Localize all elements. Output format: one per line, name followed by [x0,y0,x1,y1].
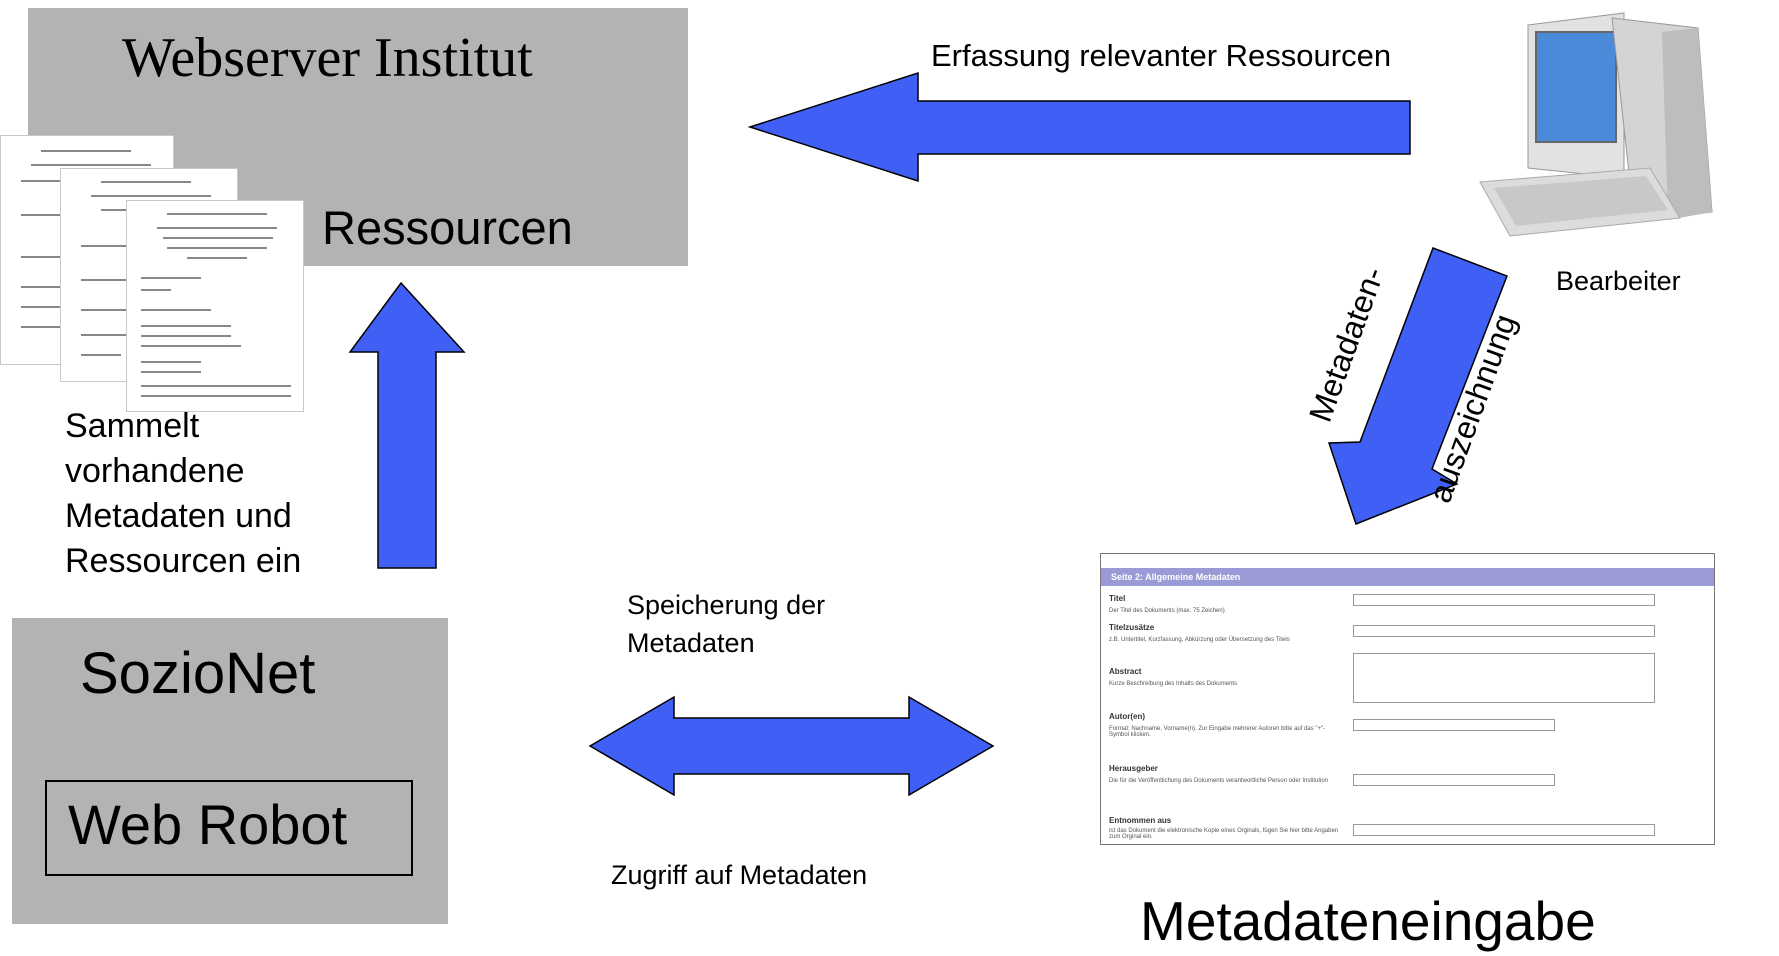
storage-label: Speicherung der Metadaten [627,586,825,662]
form-label-source: Entnommen aus [1109,816,1172,825]
source-field[interactable] [1353,824,1655,836]
form-label-publisher: Herausgeber [1109,764,1158,773]
access-label: Zugriff auf Metadaten [611,860,868,890]
webserver-title: Webserver Institut [122,27,533,89]
form-header: Seite 2: Allgemeine Metadaten [1101,568,1714,586]
abstract-field[interactable] [1353,653,1655,703]
form-label-authors: Autor(en) [1109,712,1145,721]
authors-field[interactable] [1353,719,1555,731]
collect-line-4: Ressourcen ein [65,542,302,580]
editor-label: Bearbeiter [1556,266,1681,296]
collect-description: Sammelt vorhandene Metadaten und Ressour… [65,404,301,584]
metadata-input-label: Metadateneingabe [1140,890,1596,952]
form-label-abstract: Abstract [1109,667,1142,676]
form-hint-authors: Format: Nachname, Vorname(n). Zur Eingab… [1109,726,1326,738]
resources-label: Ressourcen [322,201,573,254]
arrow-markup [1327,247,1508,525]
form-label-title: Titel [1109,594,1126,603]
arrow-collect [348,281,466,569]
computer-icon [1479,12,1713,237]
storage-line-1: Speicherung der [627,590,826,620]
collect-line-2: vorhandene [65,452,245,490]
metadata-form: Seite 2: Allgemeine Metadaten Titel Der … [1100,553,1715,845]
sozionet-box [12,618,448,924]
web-robot-box [45,780,413,876]
collect-line-1: Sammelt [65,407,200,445]
storage-line-2: Metadaten [627,628,755,658]
title-field[interactable] [1353,594,1655,606]
collect-line-3: Metadaten und [65,497,292,535]
form-hint-abstract: Kurze Beschreibung des Inhalts des Dokum… [1109,681,1238,687]
publisher-field[interactable] [1353,774,1555,786]
form-label-subtitle: Titelzusätze [1109,623,1155,632]
arrow-capture [747,71,1411,183]
form-hint-subtitle: z.B. Untertitel, Kurzfassung, Abkürzung … [1109,637,1290,643]
subtitle-field[interactable] [1353,625,1655,637]
arrow-storage [588,695,995,797]
form-hint-source: Ist das Dokument die elektronische Kopie… [1109,828,1339,840]
capture-label: Erfassung relevanter Ressourcen [931,38,1392,73]
web-robot-label: Web Robot [68,793,348,856]
form-hint-publisher: Die für die Veröffentlichung des Dokumen… [1109,778,1329,784]
form-hint-title: Der Titel des Dokuments (max. 75 Zeichen… [1109,608,1225,614]
sozionet-title: SozioNet [80,641,316,706]
